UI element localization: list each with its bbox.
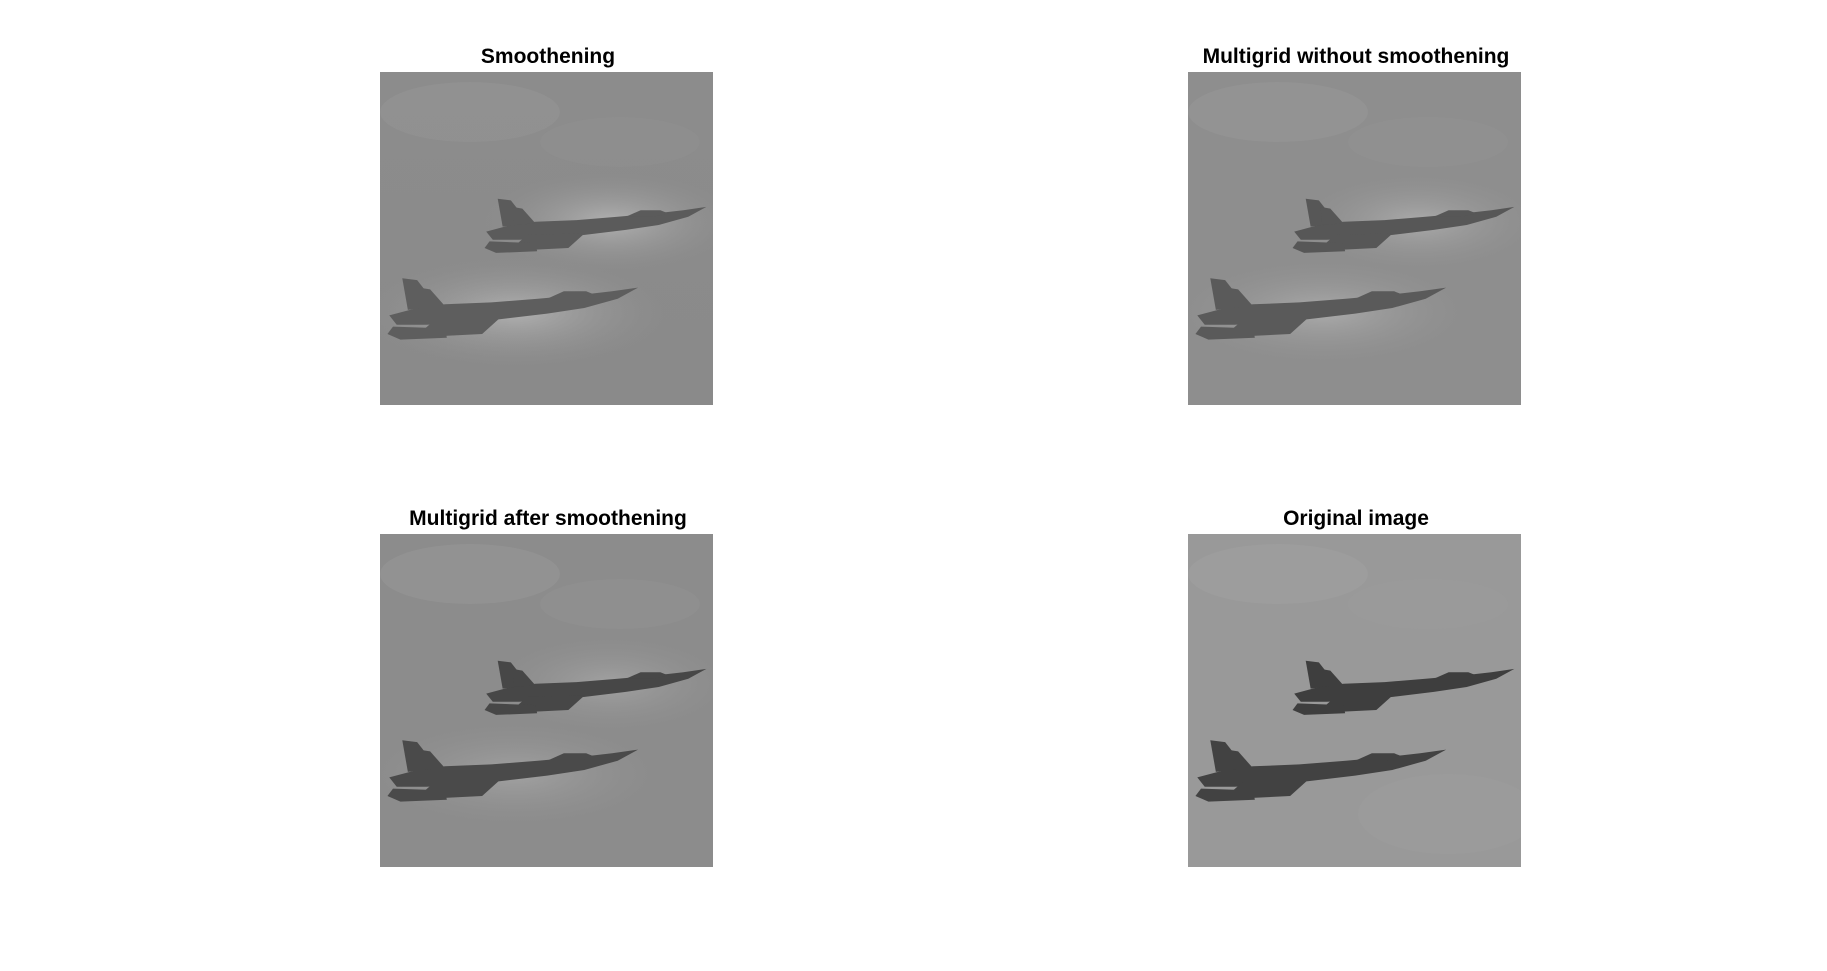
jets-photo [1188, 534, 1521, 867]
panel-title: Multigrid without smoothening [1202, 45, 1510, 68]
panel-title: Smoothening [480, 45, 616, 68]
panel-title: Original image [1283, 507, 1429, 530]
jets-photo [1188, 72, 1521, 405]
panel-title: Multigrid after smoothening [409, 507, 687, 530]
jets-photo [380, 72, 713, 405]
jets-photo [380, 534, 713, 867]
